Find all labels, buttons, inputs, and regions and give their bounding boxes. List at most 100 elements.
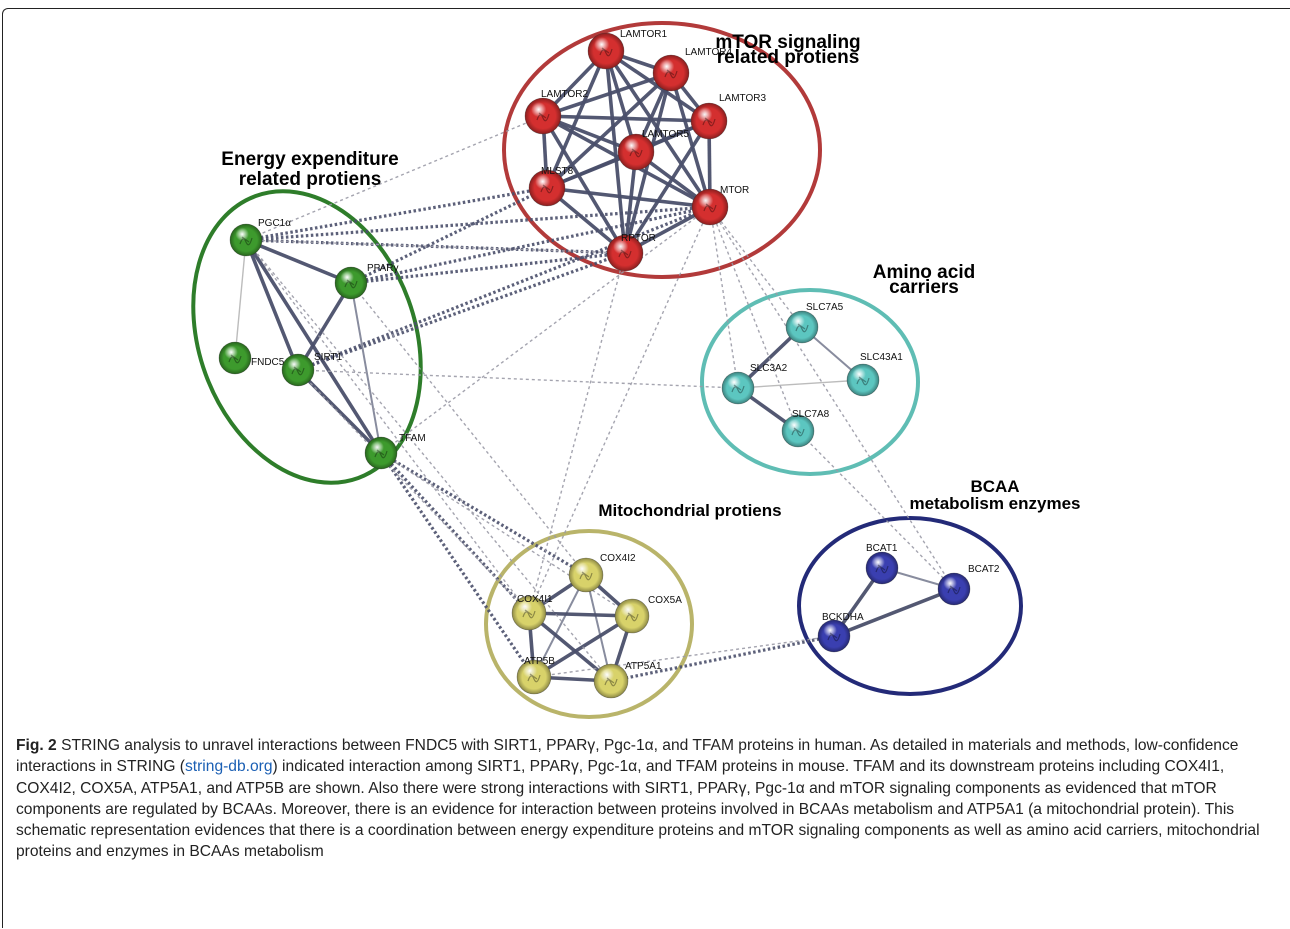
node-label-atp5a1: ATP5A1: [625, 661, 662, 672]
node-slc7a5[interactable]: SLC7A5: [785, 302, 844, 344]
node-mlst8[interactable]: MLST8: [528, 166, 574, 207]
node-lamtor3[interactable]: LAMTOR3: [690, 93, 766, 140]
node-structure-icon-cox4i2: [579, 571, 593, 581]
node-structure-icon-bckdha: [827, 632, 841, 642]
node-structure-icon-mlst8: [540, 184, 554, 194]
cluster-title-bcaa-line-1: BCAA: [970, 477, 1019, 496]
node-label-fndc5: FNDC5: [251, 357, 285, 368]
node-cox5a[interactable]: COX5A: [614, 595, 682, 634]
node-structure-icon-pgc1a: [239, 236, 253, 246]
node-structure-icon-lamtor5: [629, 148, 643, 158]
node-structure-icon-slc7a5: [795, 323, 809, 333]
node-label-pgc1a: PGC1α: [258, 218, 291, 229]
edge-mtor-slc7a8: [709, 206, 799, 432]
edge-pparg-sirt1: [296, 282, 353, 371]
node-label-tfam: TFAM: [399, 433, 426, 444]
cluster-outline-energy: [191, 189, 423, 485]
edge-lamtor1-rptor: [604, 50, 627, 254]
cluster-title-mtor-line-1: mTOR signaling: [715, 32, 860, 53]
edge-lamtor1-mlst8: [545, 50, 608, 189]
node-label-slc3a2: SLC3A2: [750, 363, 788, 374]
node-shading-bcat2: [938, 573, 970, 605]
node-fndc5[interactable]: FNDC5: [218, 341, 285, 375]
node-shading-tfam: [365, 437, 397, 469]
edge-lamtor2-lamtor3: [542, 114, 710, 123]
node-atp5b[interactable]: ATP5B: [516, 656, 555, 695]
edge-lamtor2-rptor: [541, 115, 627, 254]
node-label-bcat1: BCAT1: [866, 543, 898, 554]
node-bcat1[interactable]: BCAT1: [865, 543, 899, 585]
node-bckdha[interactable]: BCKDHA: [817, 612, 864, 653]
edge-cox4i2-atp5b: [533, 574, 587, 678]
node-lamtor5[interactable]: LAMTOR5: [617, 129, 689, 171]
node-lamtor1[interactable]: LAMTOR1: [587, 29, 667, 70]
node-shading-sirt1: [282, 354, 314, 386]
node-label-cox5a: COX5A: [648, 595, 682, 606]
node-lamtor4[interactable]: LAMTOR4: [652, 47, 732, 92]
edge-pgc1a-rptor: [245, 238, 626, 255]
node-cox4i2[interactable]: COX4I2: [568, 553, 636, 593]
node-label-mlst8: MLST8: [541, 166, 574, 177]
node-shading-bckdha: [818, 620, 850, 652]
node-structure-icon-cox4i1: [522, 609, 536, 619]
node-shading-cox5a: [615, 599, 649, 633]
node-structure-icon-fndc5: [228, 354, 242, 364]
node-tfam[interactable]: TFAM: [364, 433, 426, 470]
node-structure-icon-cox5a: [625, 612, 639, 622]
node-shading-rptor: [607, 235, 643, 271]
cluster-title-energy-line-1: Energy expenditure: [221, 149, 398, 170]
node-shading-fndc5: [219, 342, 251, 374]
node-label-slc7a8: SLC7A8: [792, 409, 830, 420]
edge-pparg-tfam: [350, 282, 382, 454]
node-lamtor2[interactable]: LAMTOR2: [524, 89, 588, 135]
node-structure-icon-atp5b: [527, 673, 541, 683]
edge-lamtor4-mtor: [669, 72, 712, 208]
node-bcat2[interactable]: BCAT2: [937, 564, 1000, 606]
node-label-slc43a1: SLC43A1: [860, 352, 903, 363]
node-label-slc7a5: SLC7A5: [806, 302, 844, 313]
node-cox4i1[interactable]: COX4I1: [511, 594, 553, 631]
edge-pgc1a-pparg: [245, 238, 352, 285]
node-atp5a1[interactable]: ATP5A1: [593, 661, 662, 699]
node-sirt1[interactable]: SIRT1: [281, 352, 343, 387]
node-shading-slc43a1: [847, 364, 879, 396]
node-rptor[interactable]: RPTOR: [606, 233, 656, 272]
node-shading-slc7a8: [782, 415, 814, 447]
cluster-title-amino-line-2: carriers: [889, 277, 959, 298]
edge-pgc1a-fndc5: [234, 239, 247, 359]
node-label-lamtor2: LAMTOR2: [541, 89, 588, 100]
node-slc43a1[interactable]: SLC43A1: [846, 352, 903, 397]
node-shading-pparg: [335, 267, 367, 299]
edge-rptor-cox4i1: [528, 252, 626, 614]
edge-atp5b-bckdha: [533, 635, 835, 678]
cluster-outline-mito: [484, 529, 694, 719]
node-structure-icon-lamtor2: [536, 112, 550, 122]
node-slc3a2[interactable]: SLC3A2: [721, 363, 788, 405]
node-structure-icon-tfam: [374, 449, 388, 459]
node-pparg[interactable]: PPARγ: [334, 263, 399, 300]
edge-tfam-mtor: [380, 206, 711, 454]
edge-cox4i1-atp5a1: [527, 611, 613, 683]
edge-pparg-mlst8: [350, 186, 548, 285]
node-slc7a8[interactable]: SLC7A8: [781, 409, 830, 448]
node-structure-icon-slc7a8: [791, 427, 805, 437]
edge-tfam-cox4i1: [379, 451, 531, 615]
node-structure-icon-lamtor1: [599, 47, 613, 57]
figure-frame: [2, 8, 1290, 928]
node-shading-lamtor1: [588, 33, 624, 69]
node-pgc1a[interactable]: PGC1α: [229, 218, 291, 257]
edge-pparg-mtor: [350, 205, 711, 285]
node-label-lamtor4: LAMTOR4: [685, 47, 732, 58]
cluster-title-amino-line-1: Amino acid: [873, 262, 975, 283]
edge-mlst8-mtor: [546, 186, 711, 209]
edge-mtor-cox4i1: [528, 206, 711, 614]
node-label-rptor: RPTOR: [621, 233, 656, 244]
node-label-pparg: PPARγ: [367, 263, 399, 274]
node-structure-icon-mtor: [703, 203, 717, 213]
cluster-title-mito-line-1: Mitochondrial protiens: [598, 501, 781, 520]
string-db-link[interactable]: string-db.org: [184, 758, 273, 776]
edge-pgc1a-atp5a1: [245, 239, 612, 682]
edge-slc3a2-slc43a1: [737, 379, 864, 389]
node-mtor[interactable]: MTOR: [691, 185, 749, 226]
